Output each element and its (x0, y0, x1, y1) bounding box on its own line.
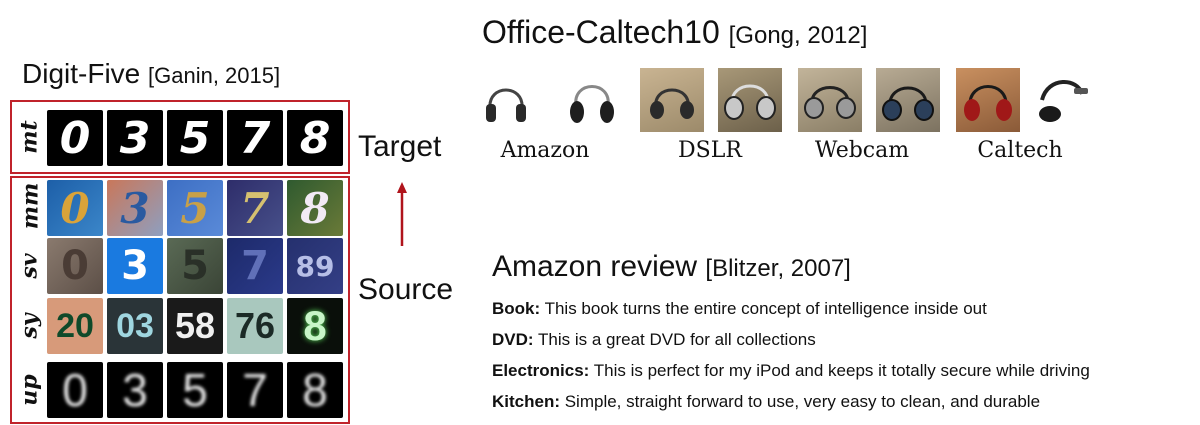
digit-tile: 7 (227, 238, 283, 294)
row-label-sy: sy (16, 313, 43, 339)
target-label: Target (358, 130, 442, 163)
digit-tile: 5 (167, 110, 223, 166)
review-category: Book: (492, 299, 541, 318)
review-text: This book turns the entire concept of in… (540, 299, 987, 318)
review-line: Book: This book turns the entire concept… (492, 299, 987, 319)
headphone-image (1030, 68, 1094, 132)
row-label-mt: mt (17, 120, 44, 154)
digit-tile: 0 (47, 238, 103, 294)
digit-tile: 5 (167, 362, 223, 418)
row-label-sv: sv (16, 253, 43, 279)
domain-label-amazon: Amazon (500, 138, 590, 163)
digit-tile: 0 (47, 180, 103, 236)
digit-tile: 8 (287, 180, 343, 236)
digit-tile: 20 (47, 298, 103, 354)
digit-tile: 3 (107, 180, 163, 236)
office-caltech-citation: [Gong, 2012] (728, 22, 868, 49)
headphone-image (956, 68, 1020, 132)
amazon-review-title: Amazon review [Blitzer, 2007] (492, 250, 851, 284)
review-text: This is perfect for my iPod and keeps it… (589, 361, 1090, 380)
digit-tile: 3 (107, 110, 163, 166)
digit-five-name: Digit-Five (22, 58, 141, 89)
digit-tile: 3 (107, 362, 163, 418)
digit-tile: 5 (167, 238, 223, 294)
digit-tile: 7 (227, 180, 283, 236)
headphone-image (640, 68, 704, 132)
review-category: Electronics: (492, 361, 590, 380)
digit-tile: 76 (227, 298, 283, 354)
digit-five-title: Digit-Five [Ganin, 2015] (22, 58, 280, 90)
amazon-review-citation: [Blitzer, 2007] (705, 255, 851, 282)
digit-tile: 58 (167, 298, 223, 354)
domain-label-caltech: Caltech (977, 138, 1063, 163)
source-to-target-arrow (397, 182, 407, 246)
digit-tile: 03 (107, 298, 163, 354)
headphone-image (876, 68, 940, 132)
digit-tile: 8 (287, 110, 343, 166)
digit-tile: 5 (167, 180, 223, 236)
office-caltech-title: Office-Caltech10 [Gong, 2012] (482, 14, 867, 51)
row-label-mm: mm (17, 182, 43, 230)
review-text: This is a great DVD for all collections (533, 330, 816, 349)
source-label: Source (358, 273, 454, 306)
digit-tile: 0 (47, 362, 103, 418)
source-frame (10, 176, 350, 424)
headphone-image (718, 68, 782, 132)
digit-tile: 7 (227, 362, 283, 418)
office-caltech-name: Office-Caltech10 (482, 14, 720, 50)
headphone-image (560, 70, 624, 134)
digit-tile: 0 (47, 110, 103, 166)
review-category: Kitchen: (492, 392, 560, 411)
amazon-review-name: Amazon review (492, 250, 698, 283)
digit-tile: 89 (287, 238, 343, 294)
target-frame (10, 100, 350, 174)
review-category: DVD: (492, 330, 534, 349)
digit-tile: 8 (287, 362, 343, 418)
domain-label-dslr: DSLR (678, 138, 742, 163)
review-line: Kitchen: Simple, straight forward to use… (492, 392, 1040, 412)
digit-tile: 3 (107, 238, 163, 294)
review-text: Simple, straight forward to use, very ea… (560, 392, 1041, 411)
headphone-image (474, 70, 538, 134)
row-label-up: up (17, 374, 44, 406)
headphone-image (798, 68, 862, 132)
digit-tile: 7 (227, 110, 283, 166)
digit-tile: 8 (287, 298, 343, 354)
review-line: DVD: This is a great DVD for all collect… (492, 330, 816, 350)
review-line: Electronics: This is perfect for my iPod… (492, 361, 1090, 381)
digit-five-citation: [Ganin, 2015] (148, 63, 281, 88)
domain-label-webcam: Webcam (814, 138, 910, 163)
